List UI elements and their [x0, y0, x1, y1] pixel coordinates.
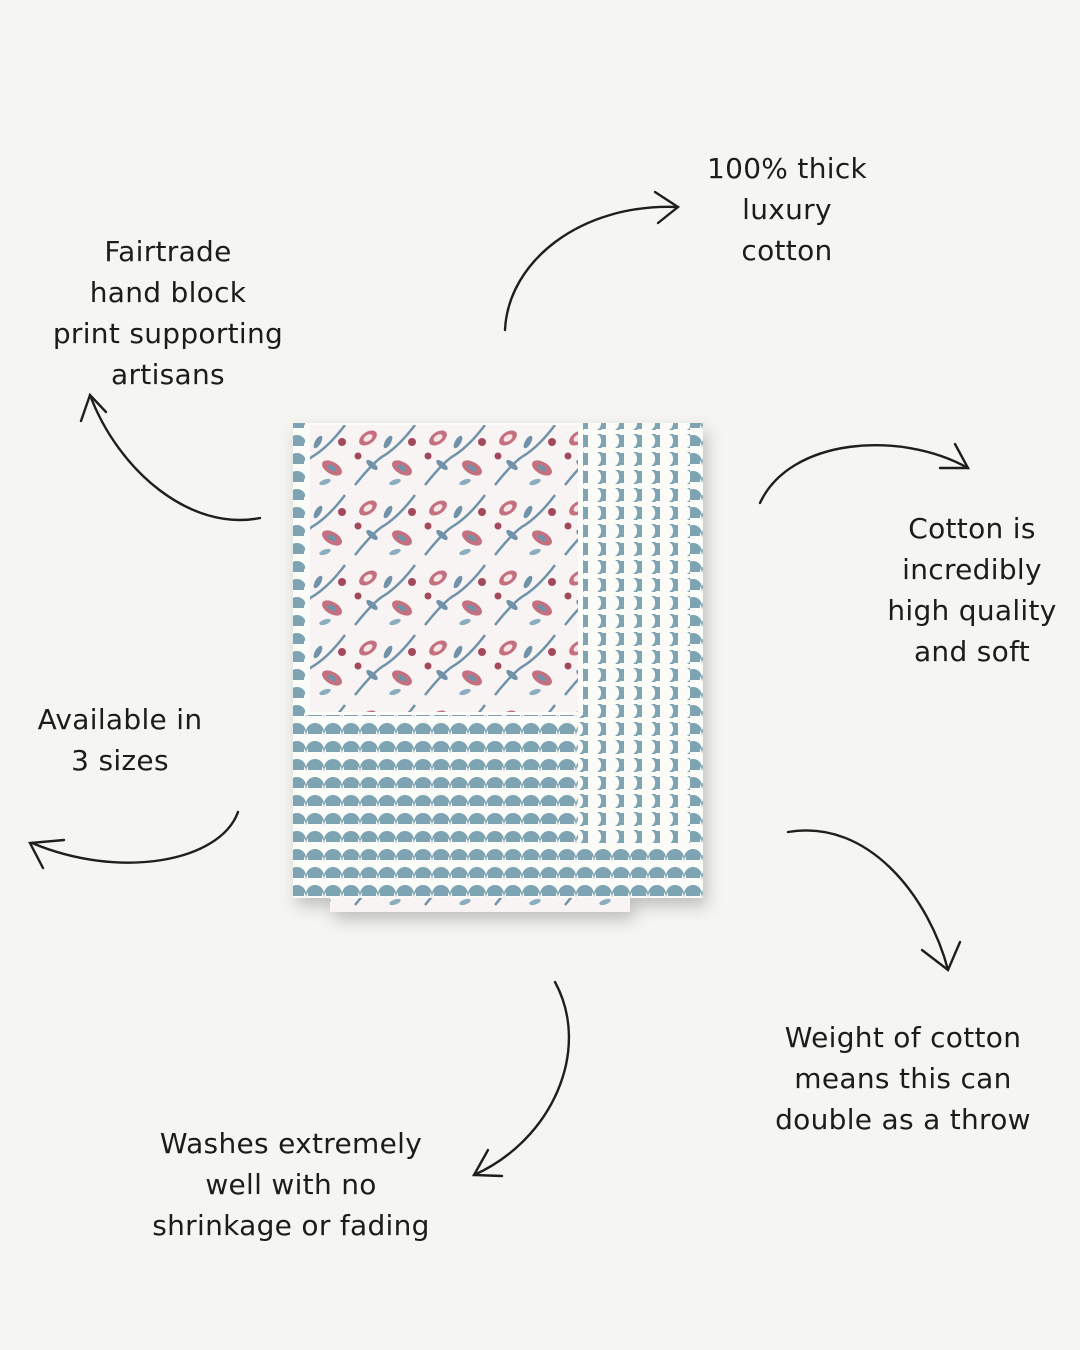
arrow-fairtrade — [79, 392, 262, 522]
arrow-weight — [786, 829, 962, 972]
feature-sizes: Available in 3 sizes — [0, 699, 270, 781]
feature-weight: Weight of cotton means this can double a… — [743, 1017, 1063, 1140]
folded-fabric-quilt — [293, 423, 703, 912]
arrow-quality — [758, 442, 971, 505]
feature-line: Available in — [37, 703, 203, 736]
feature-line: Washes extremely — [159, 1127, 423, 1160]
feature-line: shrinkage or fading — [152, 1209, 430, 1242]
feature-line: Cotton is — [908, 512, 1036, 545]
feature-line: and soft — [913, 635, 1031, 668]
feature-line: Fairtrade — [104, 235, 232, 268]
fabric-side-border — [578, 423, 690, 843]
feature-line: artisans — [111, 358, 225, 391]
feature-line: 3 sizes — [71, 744, 169, 777]
feature-line: 100% thick — [706, 152, 868, 185]
feature-line: Weight of cotton — [784, 1021, 1022, 1054]
feature-cotton-thickness: 100% thick luxury cotton — [637, 148, 937, 271]
feature-line: high quality — [887, 594, 1057, 627]
arrow-washing — [471, 980, 571, 1178]
feature-line: means this can — [794, 1062, 1012, 1095]
feature-line: cotton — [741, 234, 833, 267]
feature-quality: Cotton is incredibly high quality and so… — [822, 508, 1080, 672]
feature-line: well with no — [205, 1168, 377, 1201]
feature-fairtrade: Fairtrade hand block print supporting ar… — [18, 231, 318, 395]
feature-line: double as a throw — [775, 1103, 1031, 1136]
feature-line: luxury — [742, 193, 832, 226]
fabric-floral-panel — [310, 425, 578, 712]
arrow-cotton-thickness — [503, 190, 681, 332]
feature-line: hand block — [89, 276, 247, 309]
feature-line: incredibly — [902, 553, 1042, 586]
arrow-sizes — [28, 810, 240, 870]
feature-line: print supporting — [52, 317, 284, 350]
feature-washing: Washes extremely well with no shrinkage … — [131, 1123, 451, 1246]
